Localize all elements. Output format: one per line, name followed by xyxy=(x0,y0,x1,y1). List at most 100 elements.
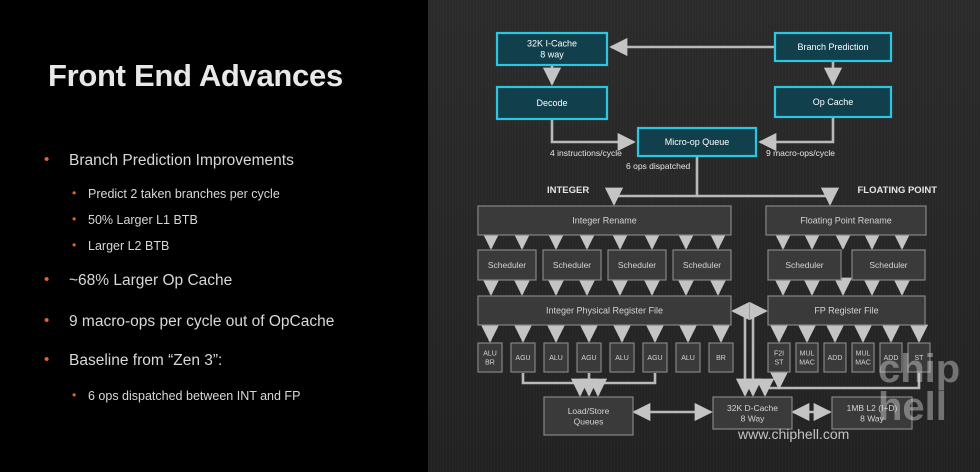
integer-scheduler-block-rect xyxy=(542,249,602,281)
sub-bullet-item: • 6 ops dispatched between INT and FP xyxy=(72,388,301,403)
integer-unit-block-rect xyxy=(576,342,602,373)
fp-unit-block-label: MUL xyxy=(856,351,871,358)
integer-scheduler-block: Scheduler xyxy=(672,249,732,281)
bullet-dot: • xyxy=(72,388,77,402)
fp-unit-block: ADD xyxy=(823,342,847,373)
watermark-url: www.chiphell.com xyxy=(738,426,850,442)
integer-unit-block-rect xyxy=(708,342,734,373)
fp-register-file-block-rect xyxy=(767,295,926,326)
bullet-item: • 9 macro-ops per cycle out of OpCache xyxy=(44,312,335,331)
branch-prediction-block: Branch Prediction xyxy=(773,31,893,63)
icache-block-label: 32K I-Cache xyxy=(527,39,577,49)
arrow-queue-to-fp xyxy=(697,187,840,206)
integer-scheduler-block-rect xyxy=(672,249,732,281)
integer-unit-block: ALU BR xyxy=(477,342,503,373)
integer-scheduler-block-rect xyxy=(477,249,537,281)
l2-cache-block: 1MB L2 (I+D)8 Way xyxy=(831,396,913,430)
integer-register-file-block: Integer Physical Register File xyxy=(477,295,732,326)
bullet-dot: • xyxy=(72,238,77,252)
micro-op-queue-block: Micro-op Queue xyxy=(636,126,758,158)
dcache-block-label: 32K D-Cache xyxy=(727,403,778,413)
fp-scheduler-block-rect xyxy=(767,249,842,281)
bullet-dot: • xyxy=(44,271,50,288)
load-store-block-label: Queues xyxy=(574,416,604,426)
bullet-item: •Branch Prediction Improvements xyxy=(44,151,294,170)
integer-unit-block-rect xyxy=(675,342,701,373)
fp-unit-block: MUL MAC xyxy=(851,342,875,373)
bullet-dot: • xyxy=(44,312,50,329)
integer-unit-block-label: ALU xyxy=(483,351,497,358)
integer-unit-block-rect xyxy=(477,342,503,373)
integer-unit-block: BR xyxy=(708,342,734,373)
integer-heading: INTEGER xyxy=(547,185,589,196)
integer-rename-block-label: Integer Rename xyxy=(572,216,637,226)
integer-scheduler-block-label: Scheduler xyxy=(553,260,591,270)
decode-block-label: Decode xyxy=(536,98,567,108)
integer-unit-block-label: BR xyxy=(485,360,495,367)
branch-prediction-block-rect xyxy=(773,31,893,63)
decode-block-rect xyxy=(495,85,609,121)
arrow-decode-to-queue xyxy=(550,120,636,152)
integer-rename-block: Integer Rename xyxy=(477,205,732,236)
integer-unit-block-rect xyxy=(642,342,668,373)
l2-cache-block-label: 1MB L2 (I+D) xyxy=(847,403,898,413)
fp-scheduler-block-label: Scheduler xyxy=(869,260,907,270)
bullet-text: 6 ops dispatched between INT and FP xyxy=(88,389,301,403)
l2-cache-block-label: 8 Way xyxy=(860,413,885,423)
fp-scheduler-block: Scheduler xyxy=(851,249,926,281)
fp-unit-block-label: F2I xyxy=(774,351,784,358)
slide-title: Front End Advances xyxy=(48,58,343,93)
integer-scheduler-block: Scheduler xyxy=(607,249,667,281)
load-store-block-label: Load/Store xyxy=(568,406,610,416)
decode-block: Decode xyxy=(495,85,609,121)
fp-unit-block-label: MAC xyxy=(855,360,871,367)
fp-unit-block-label: ST xyxy=(915,355,925,362)
bullet-item: •Baseline from “Zen 3”: xyxy=(44,351,223,370)
integer-unit-block-label: ALU xyxy=(681,355,695,362)
arrow-fp-store-to-dcache xyxy=(755,373,921,397)
fp-unit-block-label: ST xyxy=(775,360,785,367)
label-dispatch: 6 ops dispatched xyxy=(626,161,691,171)
integer-scheduler-block-label: Scheduler xyxy=(618,260,656,270)
bullet-dot: • xyxy=(44,151,50,168)
sub-bullet-item: •50% Larger L1 BTB xyxy=(72,212,198,227)
fp-unit-block-rect xyxy=(823,342,847,373)
bullet-text: Baseline from “Zen 3”: xyxy=(69,352,223,369)
fp-rename-block-label: Floating Point Rename xyxy=(800,216,892,226)
integer-unit-block: AGU xyxy=(642,342,668,373)
fp-unit-block-rect xyxy=(795,342,819,373)
fp-unit-block-rect xyxy=(851,342,875,373)
integer-unit-block-label: AGU xyxy=(581,355,596,362)
integer-unit-block-label: AGU xyxy=(647,355,662,362)
arrow-dcache-to-fprf xyxy=(743,301,768,397)
sub-bullet-item: •Larger L2 BTB xyxy=(72,238,169,253)
bullet-dot: • xyxy=(72,186,77,200)
integer-unit-block: AGU xyxy=(576,342,602,373)
fp-rename-block: Floating Point Rename xyxy=(765,205,927,236)
integer-register-file-block-label: Integer Physical Register File xyxy=(546,306,663,316)
integer-unit-block-label: ALU xyxy=(549,355,563,362)
fp-unit-block-label: MAC xyxy=(799,360,815,367)
bullet-text: 9 macro-ops per cycle out of OpCache xyxy=(69,313,335,330)
integer-unit-block: AGU xyxy=(510,342,536,373)
op-cache-block-rect xyxy=(773,85,893,119)
connector-arrows xyxy=(480,37,929,422)
fp-unit-block-rect xyxy=(879,342,903,373)
fp-unit-block-label: ADD xyxy=(828,355,843,362)
micro-op-queue-block-label: Micro-op Queue xyxy=(665,137,730,147)
dcache-block-rect xyxy=(712,396,793,430)
integer-unit-block: ALU xyxy=(675,342,701,373)
fp-register-file-block: FP Register File xyxy=(767,295,926,326)
fp-unit-block-rect xyxy=(907,342,931,373)
fp-register-file-block-label: FP Register File xyxy=(814,306,878,316)
arrow-agu-to-lsq xyxy=(588,373,657,397)
op-cache-block: Op Cache xyxy=(773,85,893,119)
integer-unit-block-label: AGU xyxy=(515,355,530,362)
sub-bullet-item: •Predict 2 taken branches per cycle xyxy=(72,186,280,201)
fp-unit-block-label: ADD xyxy=(884,355,899,362)
integer-scheduler-block-label: Scheduler xyxy=(488,260,526,270)
fp-heading: FLOATING POINT xyxy=(857,185,937,196)
